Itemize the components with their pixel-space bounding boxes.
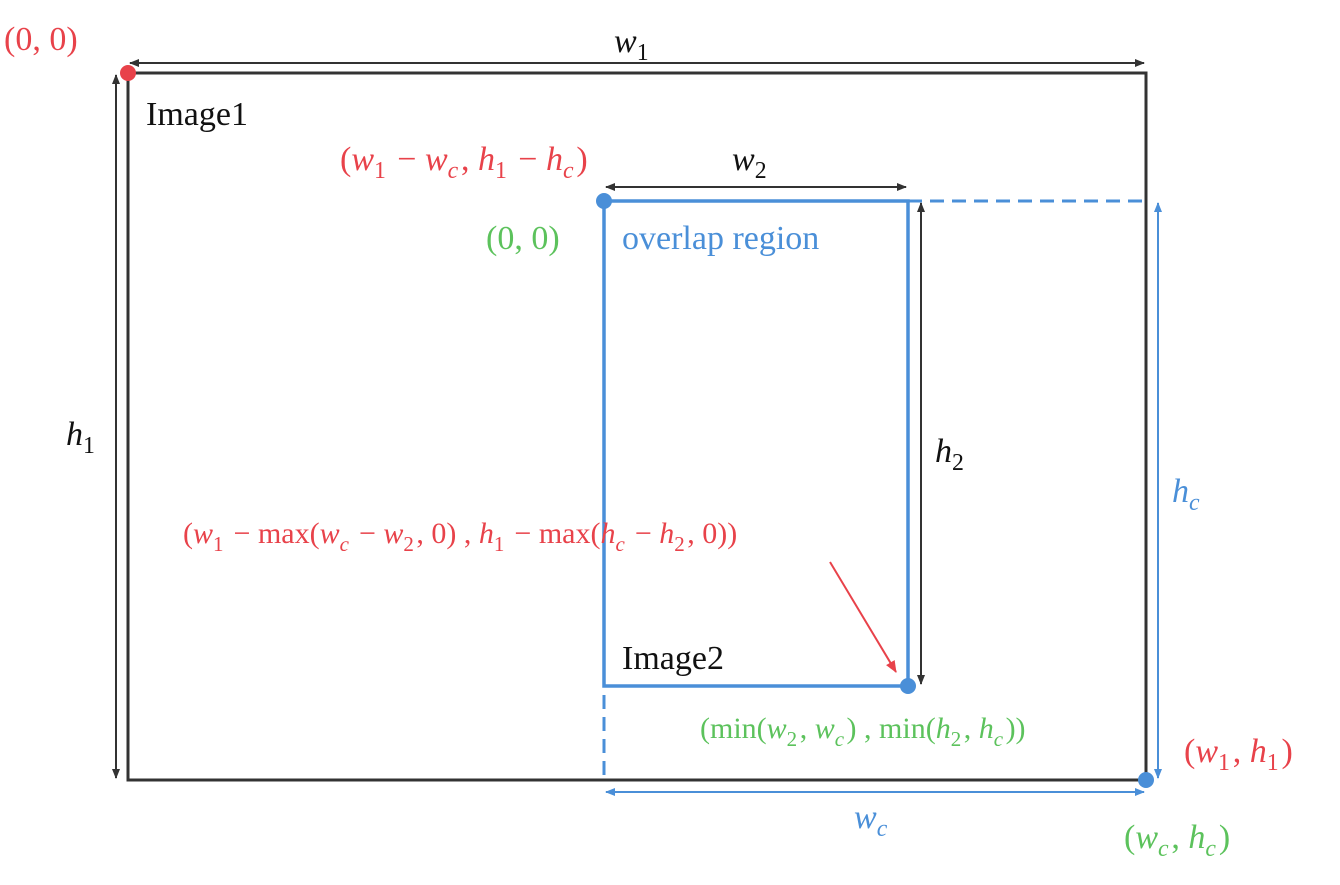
crop-origin-coord: (w1 − wc , h1 − hc ) [340,141,588,184]
overlap-end-dot [900,678,916,694]
image1-end-coord: (w1 , h1 ) [1184,733,1293,776]
image2-origin-dot [596,193,612,209]
crop-region-dashed [602,199,1148,782]
w2-label: w2 [732,141,769,184]
crop-end-dot [1138,772,1154,788]
image1-label: Image1 [146,96,248,133]
overlap-end-image1-coord: (w1 − max(wc − w2 , 0) , h1 − max(hc − h… [183,517,737,556]
image1-origin-dot [120,65,136,81]
image2-origin-coord: (0, 0) [486,220,560,257]
image2-rect [602,199,910,688]
overlap-region-label: overlap region [622,220,819,257]
wc-label: wc [854,799,890,842]
image1-rect [126,71,1148,782]
image2-label: Image2 [622,640,724,677]
image1-origin-coord: (0, 0) [4,21,78,58]
crop-end-coord: (wc , hc ) [1124,819,1230,862]
h1-label: h1 [66,416,98,459]
pointer-arrow [829,561,897,673]
hc-label: hc [1172,473,1202,516]
overlap-end-image2-coord: (min(w2 , wc ) , min(h2 , hc )) [700,712,1026,751]
h2-label: h2 [935,433,967,476]
w1-label: w1 [614,23,651,66]
